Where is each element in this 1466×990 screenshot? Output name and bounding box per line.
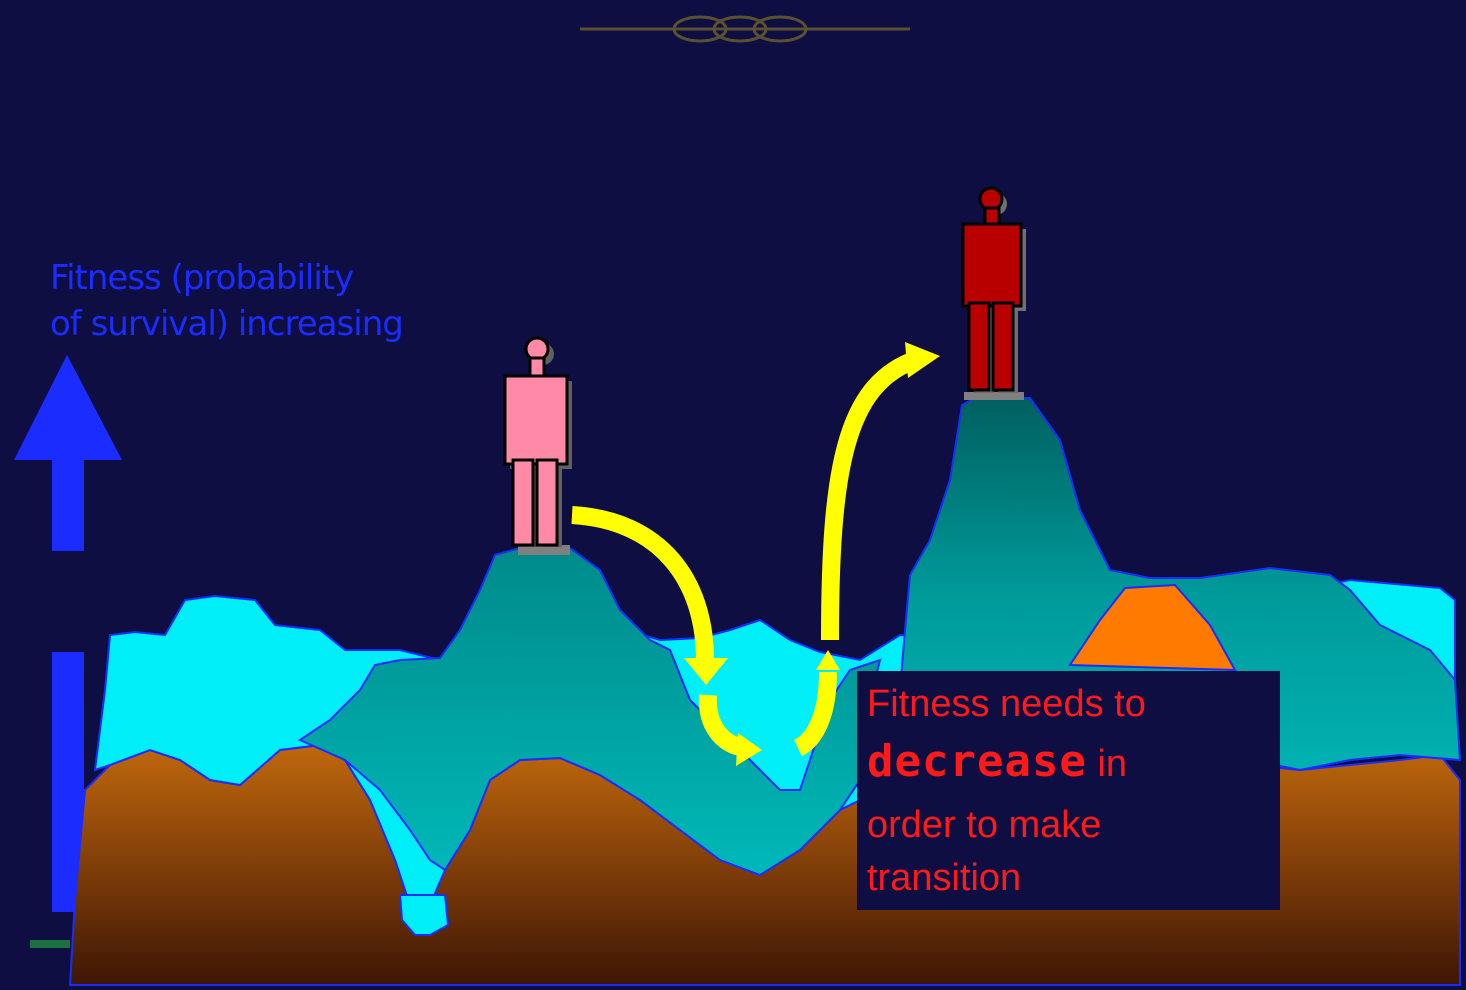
callout-line2: decrease in: [867, 727, 1280, 799]
callout-line3: order to make: [867, 804, 1102, 846]
axis-baseline-marker: [30, 940, 70, 948]
ascent-arrowhead-icon: [905, 342, 940, 378]
descent-arrow-icon: [571, 506, 714, 661]
divider-ornament-icon: [580, 15, 910, 43]
crevice-pool: [398, 894, 450, 936]
valley-arrow-right-icon: [793, 671, 837, 757]
fitness-axis-label: Fitness (probability of survival) increa…: [50, 255, 404, 347]
descent-arrowhead-icon: [684, 658, 728, 685]
transition-arrowheads: [684, 342, 940, 766]
callout-line4: transition: [867, 857, 1022, 899]
high-fitness-person-icon: [961, 186, 1026, 400]
valley-right-arrowhead-icon: [816, 650, 840, 670]
valley-left-arrowhead-icon: [736, 733, 762, 766]
callout-emphasis: decrease: [867, 736, 1087, 787]
orange-peak: [1068, 583, 1237, 672]
fitness-axis-label-line2: of survival) increasing: [50, 304, 404, 344]
fitness-axis-label-line1: Fitness (probability: [50, 258, 354, 298]
ascent-arrow-icon: [821, 351, 919, 641]
low-fitness-person-icon: [503, 336, 572, 555]
transition-callout: Fitness needs to decrease in order to ma…: [857, 671, 1280, 910]
callout-line2-rest: in: [1086, 743, 1128, 785]
callout-line1: Fitness needs to: [867, 683, 1146, 725]
